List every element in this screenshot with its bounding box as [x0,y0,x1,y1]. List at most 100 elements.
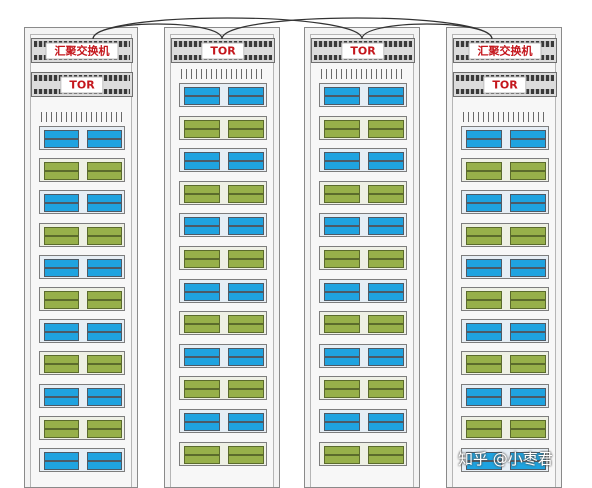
server-blade [466,332,502,341]
server-blade [87,461,122,470]
server-blade [184,283,220,292]
server-blade [87,420,122,429]
server-blade [184,226,220,235]
server-blade [228,96,264,105]
server-blade [510,259,546,268]
server-blade [184,152,220,161]
server-blade [510,162,546,171]
server-blade [466,162,502,171]
server-blade [184,250,220,259]
server-blade [87,194,122,203]
server-blade [184,194,220,203]
green-server [179,116,267,140]
tor-switch: TOR [453,72,557,97]
cable-bundle [463,112,547,122]
blue-server [39,319,125,343]
server-blade [466,268,502,277]
server-blade [184,348,220,357]
green-server [319,311,407,335]
blue-server [39,126,125,150]
server-blade [466,397,502,406]
server-blade [87,323,122,332]
green-server [319,376,407,400]
server-blade [44,194,79,203]
cable-bundle [41,112,123,122]
server-blade [324,152,360,161]
server-blade [44,420,79,429]
blue-server [461,126,549,150]
green-server [461,287,549,311]
server-blade [228,455,264,464]
blue-server [461,319,549,343]
server-blade [44,236,79,245]
server-blade [466,236,502,245]
server-blade [228,413,264,422]
green-server [461,158,549,182]
server-blade [87,291,122,300]
tor-label: TOR [201,42,245,59]
server-blade [466,259,502,268]
server-blade [466,203,502,212]
blue-server [461,190,549,214]
server-blade [44,171,79,180]
server-blade [228,422,264,431]
server-blade [324,324,360,333]
blue-server [319,409,407,433]
server-blade [44,259,79,268]
server-blade [324,120,360,129]
server-blade [228,357,264,366]
blue-server [179,83,267,107]
server-blade [510,364,546,373]
server-blade [368,413,404,422]
green-server [461,416,549,440]
server-blade [510,388,546,397]
server-blade [368,185,404,194]
green-server [461,223,549,247]
server-blade [510,332,546,341]
server-blade [368,283,404,292]
server-blade [466,388,502,397]
server-blade [87,332,122,341]
server-blade [510,227,546,236]
server-blade [324,161,360,170]
server-blade [368,120,404,129]
server-blade [324,389,360,398]
green-server [39,287,125,311]
server-blade [368,152,404,161]
tor-label: TOR [483,76,527,93]
server-blade [184,129,220,138]
server-blade [510,268,546,277]
watermark-text: 知乎 @小枣君 [458,450,553,468]
blue-server [179,213,267,237]
green-server [461,351,549,375]
server-blade [324,455,360,464]
server-blade [44,355,79,364]
aggregation-switch: 汇聚交换机 [31,38,133,63]
server-blade [368,357,404,366]
server-blade [87,452,122,461]
server-blade [368,348,404,357]
server-blade [466,452,502,461]
server-blade [324,96,360,105]
server-blade [368,324,404,333]
server-blade [184,259,220,268]
server-blade [184,315,220,324]
aggregation-switch-label: 汇聚交换机 [45,42,119,59]
aggregation-switch: 汇聚交换机 [453,38,557,63]
server-blade [44,139,79,148]
server-blade [466,355,502,364]
server-blade [368,446,404,455]
server-blade [44,268,79,277]
server-blade [87,300,122,309]
server-blade [324,129,360,138]
cable-bundle [321,69,405,79]
server-blade [466,139,502,148]
blue-server [39,190,125,214]
server-blade [184,120,220,129]
rack-4: 汇聚交换机 TOR [446,27,562,488]
green-server [39,158,125,182]
server-blade [368,380,404,389]
server-blade [324,87,360,96]
server-blade [466,300,502,309]
server-blade [324,292,360,301]
